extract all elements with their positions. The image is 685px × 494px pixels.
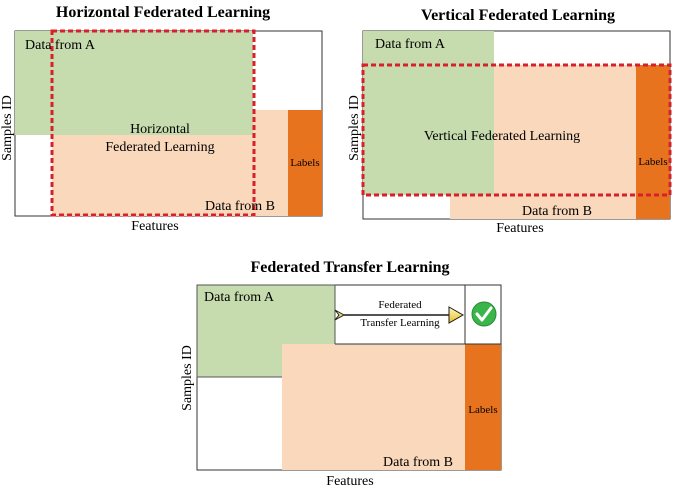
- transfer-arrow-label-line2: Transfer Learning: [360, 317, 440, 329]
- transfer-data-a-label: Data from A: [204, 290, 275, 305]
- horizontal-labels-text: Labels: [290, 157, 319, 169]
- vertical-labels-bar: [636, 65, 670, 219]
- vertical-y-axis-label: Samples ID: [347, 95, 362, 161]
- horizontal-y-axis-label: Samples ID: [0, 95, 15, 161]
- horizontal-labels-bar: [288, 110, 322, 216]
- vertical-labels-text: Labels: [638, 156, 667, 168]
- horizontal-center-line2: Federated Learning: [105, 140, 214, 155]
- transfer-labels-bar: [465, 344, 501, 470]
- vertical-title: Vertical Federated Learning: [421, 7, 615, 24]
- horizontal-panel: Horizontal Federated Learning Data from …: [0, 4, 323, 234]
- vertical-data-a-region: [363, 31, 494, 195]
- transfer-title: Federated Transfer Learning: [250, 259, 449, 276]
- horizontal-center-line1: Horizontal: [130, 122, 190, 137]
- vertical-data-a-label: Data from A: [375, 37, 446, 52]
- transfer-x-axis-label: Features: [326, 474, 373, 489]
- transfer-data-b-region: [282, 344, 465, 470]
- transfer-labels-text: Labels: [468, 404, 497, 416]
- vertical-center-label: Vertical Federated Learning: [424, 129, 580, 144]
- check-circle-icon: [471, 301, 497, 327]
- transfer-arrow-head: [448, 306, 465, 324]
- transfer-panel: Federated Transfer Learning Data from A …: [180, 259, 502, 489]
- horizontal-x-axis-label: Features: [131, 219, 178, 234]
- horizontal-data-a-label: Data from A: [25, 38, 96, 53]
- vertical-dashed-boundary: [361, 63, 672, 197]
- transfer-arrow-label-line1: Federated: [378, 299, 422, 311]
- vertical-data-b-label: Data from B: [522, 204, 592, 219]
- horizontal-data-a-region: [15, 31, 253, 135]
- horizontal-title: Horizontal Federated Learning: [56, 4, 270, 21]
- horizontal-dashed-boundary: [50, 29, 256, 217]
- transfer-arrow-tail: [334, 309, 346, 321]
- vertical-x-axis-label: Features: [496, 221, 543, 236]
- vertical-panel: Vertical Federated Learning Data from A …: [347, 7, 672, 236]
- transfer-data-b-label: Data from B: [383, 455, 453, 470]
- transfer-y-axis-label: Samples ID: [180, 345, 195, 411]
- horizontal-data-b-label: Data from B: [205, 199, 275, 214]
